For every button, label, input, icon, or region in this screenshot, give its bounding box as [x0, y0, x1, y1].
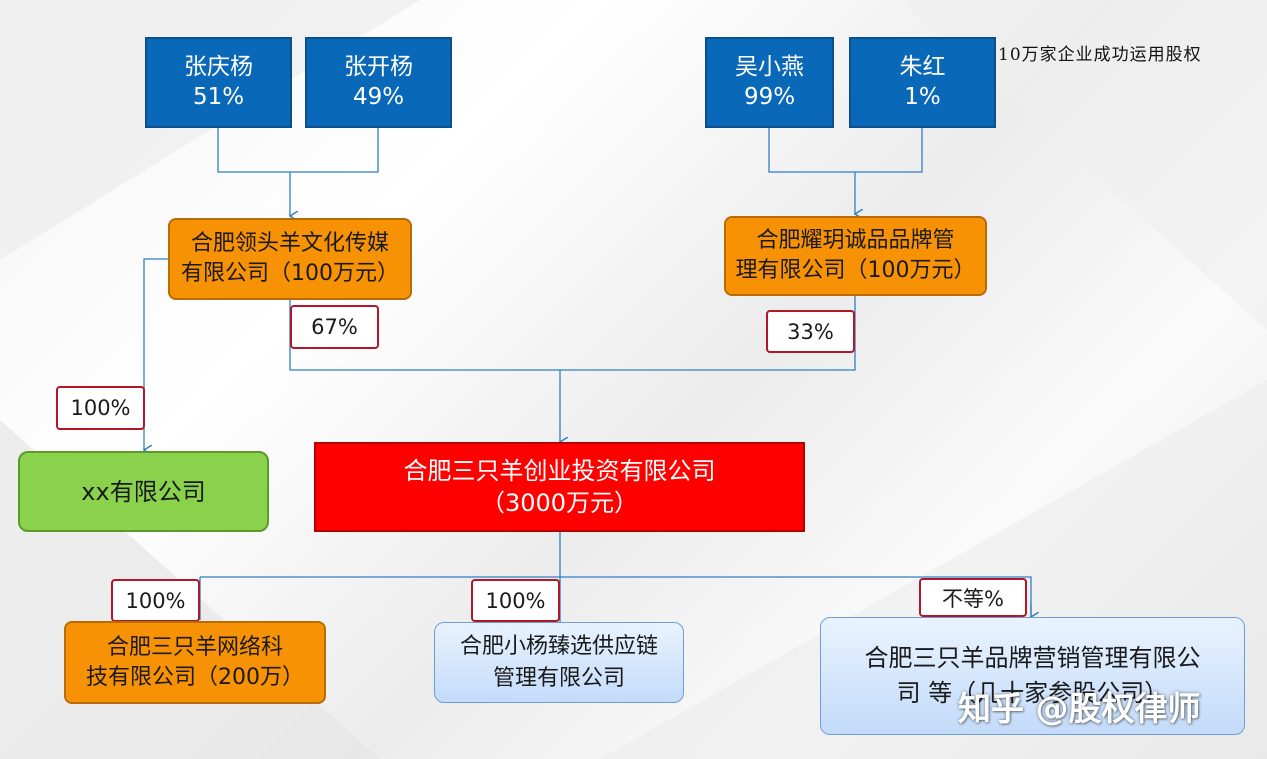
- pct-label-left-to-xx: 100%: [56, 386, 145, 430]
- subsidiary-supply-chain: 合肥小杨臻选供应链 管理有限公司: [434, 622, 684, 703]
- holding-company-left: 合肥领头羊文化传媒 有限公司（100万元）: [168, 218, 412, 300]
- company-name-line: 合肥耀玥诚品品牌管: [756, 228, 955, 254]
- company-name-line: 合肥三只羊网络科: [106, 634, 283, 660]
- connector-left-owners: [217, 128, 379, 173]
- shareholder-wu-xiaoyan: 吴小燕 99%: [705, 37, 834, 128]
- company-name-line: 有限公司（100万元）: [181, 261, 399, 286]
- shareholder-pct: 1%: [904, 83, 941, 110]
- shareholder-pct: 51%: [192, 83, 245, 110]
- holding-company-right: 合肥耀玥诚品品牌管 理有限公司（100万元）: [724, 216, 987, 296]
- shareholder-pct: 49%: [352, 83, 405, 110]
- shareholder-name: 张庆杨: [184, 53, 253, 80]
- subsidiary-brand-marketing: 合肥三只羊品牌营销管理有限公 司 等（几十家参股公司）: [820, 617, 1245, 735]
- shareholder-zhang-kaiyang: 张开杨 49%: [305, 37, 452, 128]
- shareholder-zhang-qingyang: 张庆杨 51%: [145, 37, 292, 128]
- pct-label-main-to-supply: 100%: [471, 579, 560, 622]
- subsidiary-network-tech: 合肥三只羊网络科 技有限公司（200万）: [64, 621, 326, 704]
- shareholder-name: 张开杨: [344, 53, 413, 80]
- watermark: 知乎 @股权律师: [958, 689, 1201, 728]
- company-name-line: 理有限公司（100万元）: [735, 258, 976, 283]
- shareholder-name: 朱红: [899, 53, 946, 80]
- company-name-line: 合肥三只羊品牌营销管理有限公: [864, 644, 1201, 673]
- pct-label-left-to-main: 67%: [290, 305, 379, 349]
- company-name-line: 合肥领头羊文化传媒: [190, 231, 389, 257]
- shareholder-name: 吴小燕: [735, 53, 804, 80]
- xx-company: xx有限公司: [18, 451, 269, 532]
- pct-label-main-to-brand: 不等%: [919, 578, 1027, 617]
- pct-label-main-to-network: 100%: [111, 579, 200, 622]
- connector-right-owners: [768, 128, 923, 173]
- company-name-line: 管理有限公司: [492, 665, 625, 691]
- shareholder-zhu-hong: 朱红 1%: [849, 37, 996, 128]
- caption-text: 10万家企业成功运用股权: [998, 45, 1202, 65]
- connector-main-to-brand: [559, 532, 1032, 617]
- company-name-line: 司 等（几十家参股公司）: [896, 679, 1169, 707]
- company-name-line: 合肥小杨臻选供应链: [459, 633, 658, 659]
- pct-label-right-to-main: 33%: [766, 310, 855, 353]
- arrow-to-xx-company: [144, 258, 168, 450]
- company-name-line: 技有限公司（200万）: [86, 664, 304, 690]
- main-company: 合肥三只羊创业投资有限公司 （3000万元）: [314, 442, 805, 532]
- shareholder-pct: 99%: [743, 83, 796, 110]
- company-name-line: 合肥三只羊创业投资有限公司: [403, 456, 716, 485]
- company-registered-capital: （3000万元）: [480, 489, 639, 517]
